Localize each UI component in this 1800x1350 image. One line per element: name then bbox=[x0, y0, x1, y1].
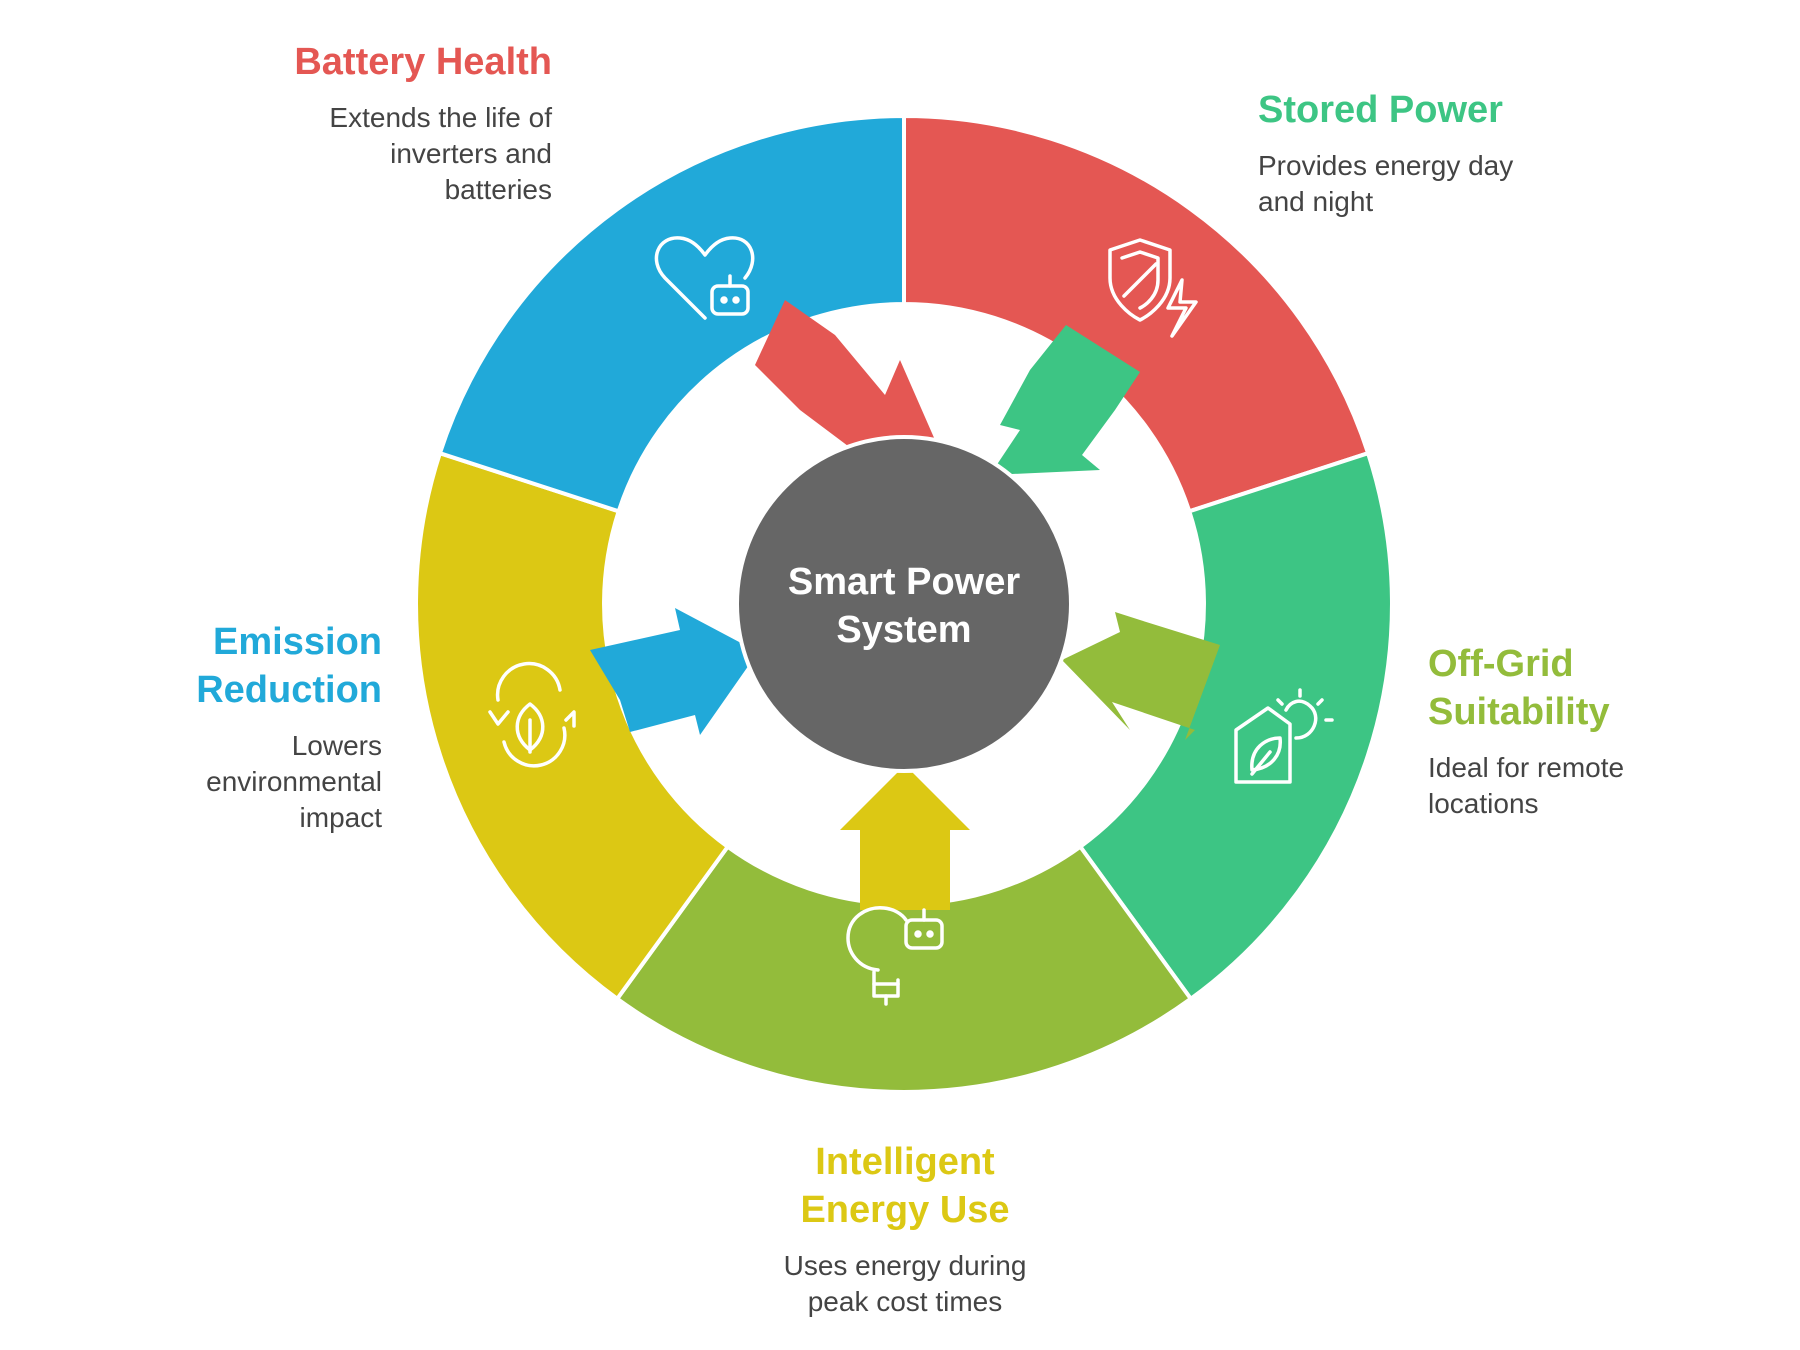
emission-reduction-title-line: Reduction bbox=[196, 669, 382, 711]
segment-off-grid-suitability bbox=[614, 843, 1194, 1094]
arrow-battery-health bbox=[755, 300, 935, 475]
stored-power-desc-line: and night bbox=[1258, 186, 1374, 217]
label-off-grid-suitability: Off-Grid Suitability Ideal for remote lo… bbox=[1428, 640, 1768, 822]
segment-intelligent-energy-use bbox=[414, 450, 731, 1002]
lightbulb-robot-icon bbox=[846, 906, 944, 1006]
arrow-offgrid bbox=[1062, 612, 1220, 740]
intelligent-energy-desc-line: Uses energy during bbox=[783, 1250, 1027, 1281]
emission-reduction-description: Lowers environmental impact bbox=[100, 728, 382, 836]
label-battery-health: Battery Health Extends the life of inver… bbox=[200, 38, 552, 208]
battery-health-desc-line: batteries bbox=[444, 174, 552, 205]
shield-lightning-icon bbox=[1108, 238, 1198, 338]
emission-reduction-title: Emission Reduction bbox=[100, 618, 382, 714]
intelligent-energy-desc-line: peak cost times bbox=[807, 1286, 1003, 1317]
intelligent-energy-description: Uses energy during peak cost times bbox=[700, 1248, 1110, 1320]
battery-health-title: Battery Health bbox=[294, 41, 552, 83]
emission-reduction-desc-line: environmental bbox=[206, 766, 382, 797]
label-emission-reduction: Emission Reduction Lowers environmental … bbox=[100, 618, 382, 836]
heart-robot-icon bbox=[654, 236, 755, 320]
off-grid-desc-line: locations bbox=[1428, 788, 1539, 819]
battery-health-desc-line: Extends the life of bbox=[329, 102, 552, 133]
off-grid-title-line: Suitability bbox=[1428, 691, 1610, 733]
stored-power-title: Stored Power bbox=[1258, 89, 1503, 131]
segment-emission-reduction bbox=[437, 113, 906, 514]
off-grid-title-line: Off-Grid bbox=[1428, 643, 1574, 685]
label-stored-power: Stored Power Provides energy day and nig… bbox=[1258, 86, 1658, 220]
stored-power-description: Provides energy day and night bbox=[1258, 148, 1658, 220]
center-hub bbox=[735, 435, 1073, 773]
intelligent-energy-title: Intelligent Energy Use bbox=[700, 1138, 1110, 1234]
center-title-line2: System bbox=[836, 609, 971, 651]
emission-reduction-title-line: Emission bbox=[213, 621, 382, 663]
battery-health-description: Extends the life of inverters and batter… bbox=[200, 100, 552, 208]
arrow-emission-reduction bbox=[590, 608, 758, 735]
segment-battery-health bbox=[902, 113, 1371, 514]
intelligent-energy-title-line: Intelligent bbox=[815, 1141, 995, 1183]
off-grid-description: Ideal for remote locations bbox=[1428, 750, 1768, 822]
emission-reduction-desc-line: Lowers bbox=[291, 730, 382, 761]
arrow-stored-power bbox=[990, 325, 1140, 475]
intelligent-energy-title-line: Energy Use bbox=[800, 1189, 1010, 1231]
off-grid-title: Off-Grid Suitability bbox=[1428, 640, 1768, 736]
battery-health-desc-line: inverters and bbox=[390, 138, 552, 169]
off-grid-desc-line: Ideal for remote bbox=[1428, 752, 1625, 783]
segment-stored-power bbox=[1077, 450, 1394, 1002]
stored-power-desc-line: Provides energy day bbox=[1258, 150, 1514, 181]
emission-reduction-desc-line: impact bbox=[299, 802, 382, 833]
arrow-intelligent-energy-use bbox=[840, 765, 970, 910]
center-title-line1: Smart Power bbox=[788, 561, 1021, 603]
label-intelligent-energy-use: Intelligent Energy Use Uses energy durin… bbox=[700, 1138, 1110, 1320]
leaf-cycle-icon bbox=[488, 661, 576, 768]
house-sun-leaf-icon bbox=[1234, 688, 1334, 784]
